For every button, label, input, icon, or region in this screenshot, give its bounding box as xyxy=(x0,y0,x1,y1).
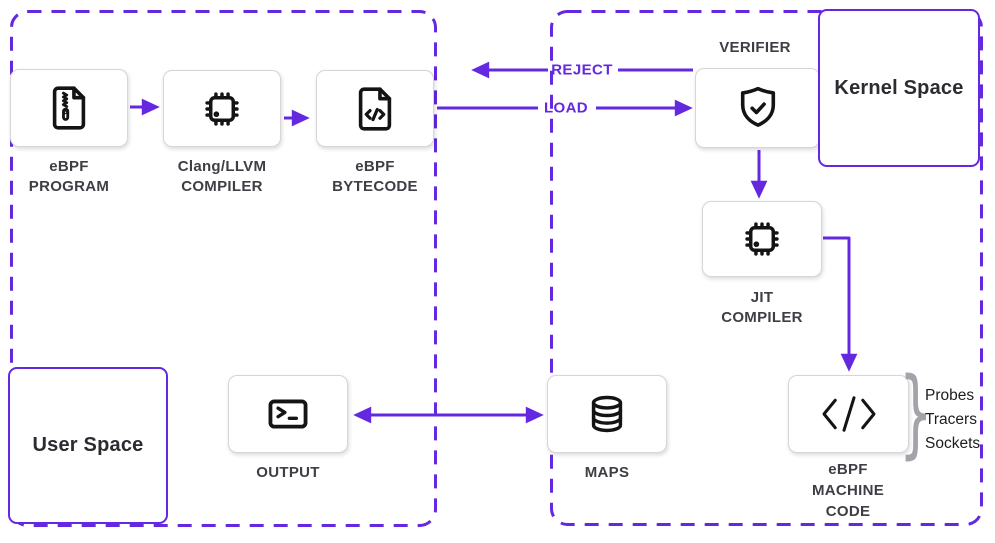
database-icon xyxy=(591,395,623,433)
jit-compiler-label: JIT COMPILER xyxy=(721,289,803,326)
chip-icon xyxy=(745,222,779,256)
ebpf-bytecode-node xyxy=(316,70,434,147)
kernel-space-label: Kernel Space xyxy=(834,76,964,99)
output-node xyxy=(228,375,348,453)
user-space-box: User Space xyxy=(8,367,168,524)
shield-check-icon xyxy=(740,86,775,127)
file-code-icon xyxy=(358,86,392,131)
user-space-label: User Space xyxy=(32,434,144,456)
ebpf-program-label: eBPF PROGRAM xyxy=(28,158,110,195)
zip-file-icon xyxy=(52,86,86,130)
code-icon xyxy=(822,396,875,432)
reject-label: REJECT xyxy=(551,61,613,79)
user-space-dashed-border xyxy=(10,10,437,527)
brace-icon: } xyxy=(899,357,933,469)
ebpf-bytecode-label: eBPF BYTECODE xyxy=(332,158,418,195)
hook-points-annotation: Probes Tracers Sockets xyxy=(925,387,981,452)
clang-llvm-compiler-label: Clang/LLVM COMPILER xyxy=(177,158,267,195)
maps-label: MAPS xyxy=(584,464,630,481)
load-label: LOAD xyxy=(543,99,589,117)
verifier-node xyxy=(695,68,820,148)
clang-llvm-compiler-node xyxy=(163,70,281,147)
ebpf-machine-code-label: eBPF MACHINE CODE xyxy=(811,461,885,520)
kernel-space-dashed-border xyxy=(550,10,983,526)
chip-icon xyxy=(205,91,239,126)
verifier-label: VERIFIER xyxy=(719,39,791,56)
ebpf-machine-code-node xyxy=(788,375,909,453)
output-label: OUTPUT xyxy=(256,464,320,481)
jit-compiler-node xyxy=(702,201,822,277)
terminal-icon xyxy=(268,399,308,429)
kernel-space-box: Kernel Space xyxy=(818,9,980,167)
ebpf-program-node xyxy=(10,69,128,147)
maps-node xyxy=(547,375,667,453)
